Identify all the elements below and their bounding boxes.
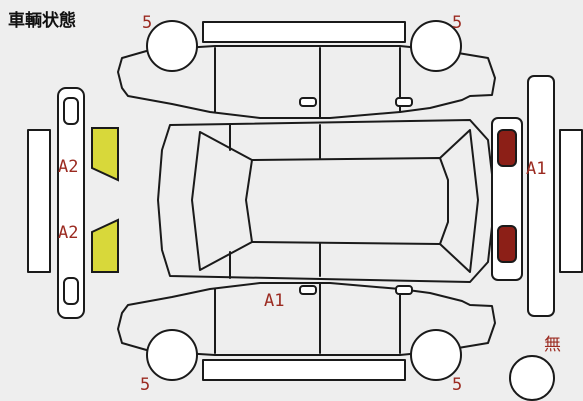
spare-tire-circle (509, 355, 555, 401)
bottom-side-bumper-bar (202, 359, 406, 381)
label-side-door: A1 (264, 291, 284, 311)
label-front-lower: A2 (58, 223, 78, 243)
front-marked-panel-upper (91, 127, 119, 182)
label-wheel-top-left: 5 (142, 13, 152, 33)
top-front-door-handle (299, 97, 317, 107)
diagram-title: 車輌状態 (8, 11, 76, 31)
top-right-wheel (410, 20, 462, 72)
front-marked-panel-lower (91, 218, 119, 273)
label-front-upper: A2 (58, 157, 78, 177)
front-headlight-top (63, 97, 79, 125)
label-wheel-top-right: 5 (452, 13, 462, 33)
rear-outer-bar (527, 75, 555, 317)
roof-panel (245, 157, 449, 245)
front-headlight-bottom (63, 277, 79, 305)
top-side-view (117, 20, 496, 119)
top-body-outline (117, 45, 496, 119)
bottom-body-outline (117, 282, 496, 356)
front-grille-bar (27, 129, 51, 273)
rear-plate-bar (559, 129, 583, 273)
top-side-bumper-bar (202, 21, 406, 43)
windshield-lines (191, 131, 253, 271)
front-bumper-outline (57, 87, 85, 319)
top-rear-door-handle (395, 97, 413, 107)
rear-end-view (491, 75, 583, 317)
bottom-rear-door-handle (395, 285, 413, 295)
front-end-view (27, 87, 119, 319)
top-view-outline (157, 119, 496, 283)
rear-lamp-marked-top (497, 129, 517, 167)
label-spare-tire: 無 (544, 335, 561, 355)
label-wheel-bottom-right: 5 (452, 375, 462, 395)
bottom-left-wheel (146, 329, 198, 381)
top-left-wheel (146, 20, 198, 72)
rear-lamp-marked-bottom (497, 225, 517, 263)
bottom-front-door-handle (299, 285, 317, 295)
rear-window-lines (439, 129, 479, 273)
bottom-side-view (117, 282, 496, 381)
bottom-right-wheel (410, 329, 462, 381)
label-rear: A1 (526, 159, 546, 179)
top-view-body (157, 119, 496, 283)
label-wheel-bottom-left: 5 (140, 375, 150, 395)
